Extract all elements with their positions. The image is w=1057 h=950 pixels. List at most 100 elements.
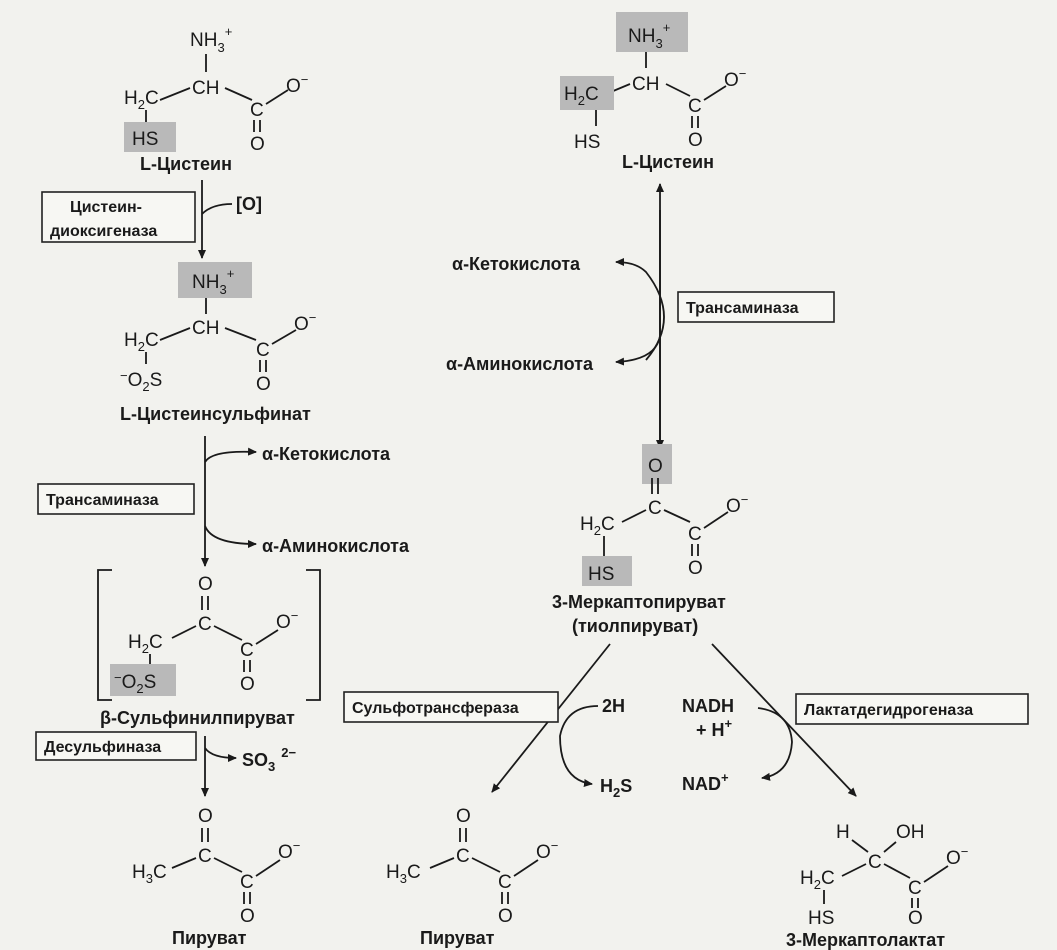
svg-text:α-Кетокислота: α-Кетокислота <box>262 444 391 464</box>
svg-text:O: O <box>256 374 271 395</box>
cysteinesulfinate-structure: NH3+ CH H2C C O− O −O2S L-Цистеинсульфин… <box>120 262 316 424</box>
svg-text:O: O <box>456 806 471 827</box>
svg-text:O: O <box>240 906 255 927</box>
svg-text:H2C: H2C <box>124 330 159 354</box>
svg-text:C: C <box>256 340 270 361</box>
compound-name-cysteinesulfinate: L-Цистеинсульфинат <box>120 404 311 424</box>
enzyme-box-transaminase-right <box>677 291 835 323</box>
svg-text:Сульфотрансфераза: Сульфотрансфераза <box>352 700 519 717</box>
svg-text:−O2S: −O2S <box>114 670 156 696</box>
svg-text:H3C: H3C <box>386 862 421 886</box>
mercaptolactate-structure: H OH C H2C C O− O HS 3-Меркаптолактат <box>786 822 968 950</box>
svg-text:O−: O− <box>726 492 748 517</box>
svg-text:C: C <box>498 872 512 893</box>
svg-text:C: C <box>240 872 254 893</box>
svg-text:2H: 2H <box>602 696 625 716</box>
compound-name-cysteine-left: L-Цистеин <box>140 154 232 174</box>
thiol-highlight <box>124 122 176 152</box>
svg-text:O−: O− <box>294 310 316 335</box>
svg-text:O−: O− <box>724 66 746 91</box>
sulfinate-highlight <box>110 664 176 696</box>
svg-text:O: O <box>688 130 703 151</box>
svg-text:O: O <box>250 134 265 155</box>
svg-text:O: O <box>648 456 663 477</box>
pyruvate-mid-structure: O C H3C C O− O Пируват <box>386 806 558 948</box>
svg-text:Трансаминаза: Трансаминаза <box>46 492 159 509</box>
nad-label: NAD+ <box>682 770 729 794</box>
svg-text:NH3+: NH3+ <box>192 266 234 297</box>
svg-text:C: C <box>240 640 254 661</box>
svg-text:Десульфиназа: Десульфиназа <box>44 739 161 756</box>
pyruvate-left-structure: O C H3C C O− O Пируват <box>132 806 300 948</box>
svg-text:C: C <box>250 100 264 121</box>
svg-text:CH: CH <box>192 318 219 339</box>
svg-text:C: C <box>688 96 702 117</box>
svg-text:H: H <box>836 822 850 843</box>
svg-text:O: O <box>908 908 923 929</box>
svg-text:(тиолпируват): (тиолпируват) <box>572 616 698 636</box>
svg-text:CH: CH <box>192 78 219 99</box>
compound-name-cysteine-right: L-Цистеин <box>622 152 714 172</box>
svg-text:C: C <box>908 878 922 899</box>
thiol-highlight-right <box>582 556 632 586</box>
svg-text:C: C <box>688 524 702 545</box>
svg-text:O: O <box>198 574 213 595</box>
compound-name-pyruvate-left: Пируват <box>172 928 247 948</box>
oxygen-arc <box>201 203 233 215</box>
svg-text:H2C: H2C <box>580 514 615 538</box>
svg-text:O−: O− <box>946 844 968 869</box>
sulfite-label: SO32− <box>242 745 296 774</box>
svg-text:O−: O− <box>536 838 558 863</box>
cysteine-right-structure: NH3+ CH H2C C O− O HS L-Цистеин <box>560 12 746 172</box>
svg-text:C: C <box>868 852 882 873</box>
enzyme-box-cysteine-dioxygenase <box>41 191 196 243</box>
enzyme-box-desulfinase <box>35 731 197 761</box>
svg-text:C: C <box>456 846 470 867</box>
enzyme-box-transaminase-left <box>37 483 195 515</box>
svg-text:−O2S: −O2S <box>120 368 162 394</box>
keto-highlight <box>642 444 672 484</box>
compound-name-pyruvate-mid: Пируват <box>420 928 495 948</box>
methylene-highlight-right <box>560 76 614 110</box>
sulfinylpyruvate-structure: O C H2C C O− O −O2S β-Сульфинилпируват <box>97 569 321 728</box>
enzyme-box-sulfotransferase <box>343 691 559 723</box>
amino-arc-right <box>615 335 661 366</box>
amino-highlight <box>178 262 252 298</box>
svg-text:диоксигеназа: диоксигеназа <box>50 223 157 240</box>
svg-text:O−: O− <box>278 838 300 863</box>
keto-arc-left <box>204 447 257 463</box>
amino-highlight-right <box>616 12 688 52</box>
svg-text:[O]: [O] <box>236 194 262 214</box>
svg-text:O: O <box>498 906 513 927</box>
svg-text:α-Кетокислота: α-Кетокислота <box>452 254 581 274</box>
svg-text:C: C <box>198 614 212 635</box>
svg-text:NADH: NADH <box>682 696 734 716</box>
svg-text:α-Аминокислота: α-Аминокислота <box>262 536 410 556</box>
enzyme-box-ldh <box>795 693 1029 725</box>
svg-text:O: O <box>688 558 703 579</box>
svg-text:HS: HS <box>574 132 600 153</box>
cysteine-left-structure: NH3+ CH H2C C O− O HS L-Цистеин <box>124 24 308 174</box>
compound-name-sulfinylpyruvate: β-Сульфинилпируват <box>100 708 295 728</box>
svg-text:C: C <box>648 498 662 519</box>
svg-text:H2C: H2C <box>128 632 163 656</box>
svg-text:O: O <box>198 806 213 827</box>
plus-h-label: + H+ <box>696 716 733 740</box>
nad-arc <box>757 707 793 781</box>
svg-text:O−: O− <box>276 608 298 633</box>
svg-text:CH: CH <box>632 74 659 95</box>
svg-text:H2C: H2C <box>800 868 835 892</box>
svg-text:α-Аминокислота: α-Аминокислота <box>446 354 594 374</box>
amino-arc-left <box>204 525 257 548</box>
compound-name-mercaptopyruvate: 3-Меркаптопируват <box>552 592 726 612</box>
carboxylate-oxygen: O− <box>286 72 308 97</box>
h2s-arc <box>559 705 599 787</box>
svg-text:Трансаминаза: Трансаминаза <box>686 300 799 317</box>
amino-group: NH3+ <box>190 24 232 55</box>
svg-text:Лактатдегидрогеназа: Лактатдегидрогеназа <box>804 702 973 719</box>
svg-text:OH: OH <box>896 822 925 843</box>
svg-text:Цистеин-: Цистеин- <box>70 199 142 216</box>
svg-text:C: C <box>198 846 212 867</box>
svg-text:H3C: H3C <box>132 862 167 886</box>
